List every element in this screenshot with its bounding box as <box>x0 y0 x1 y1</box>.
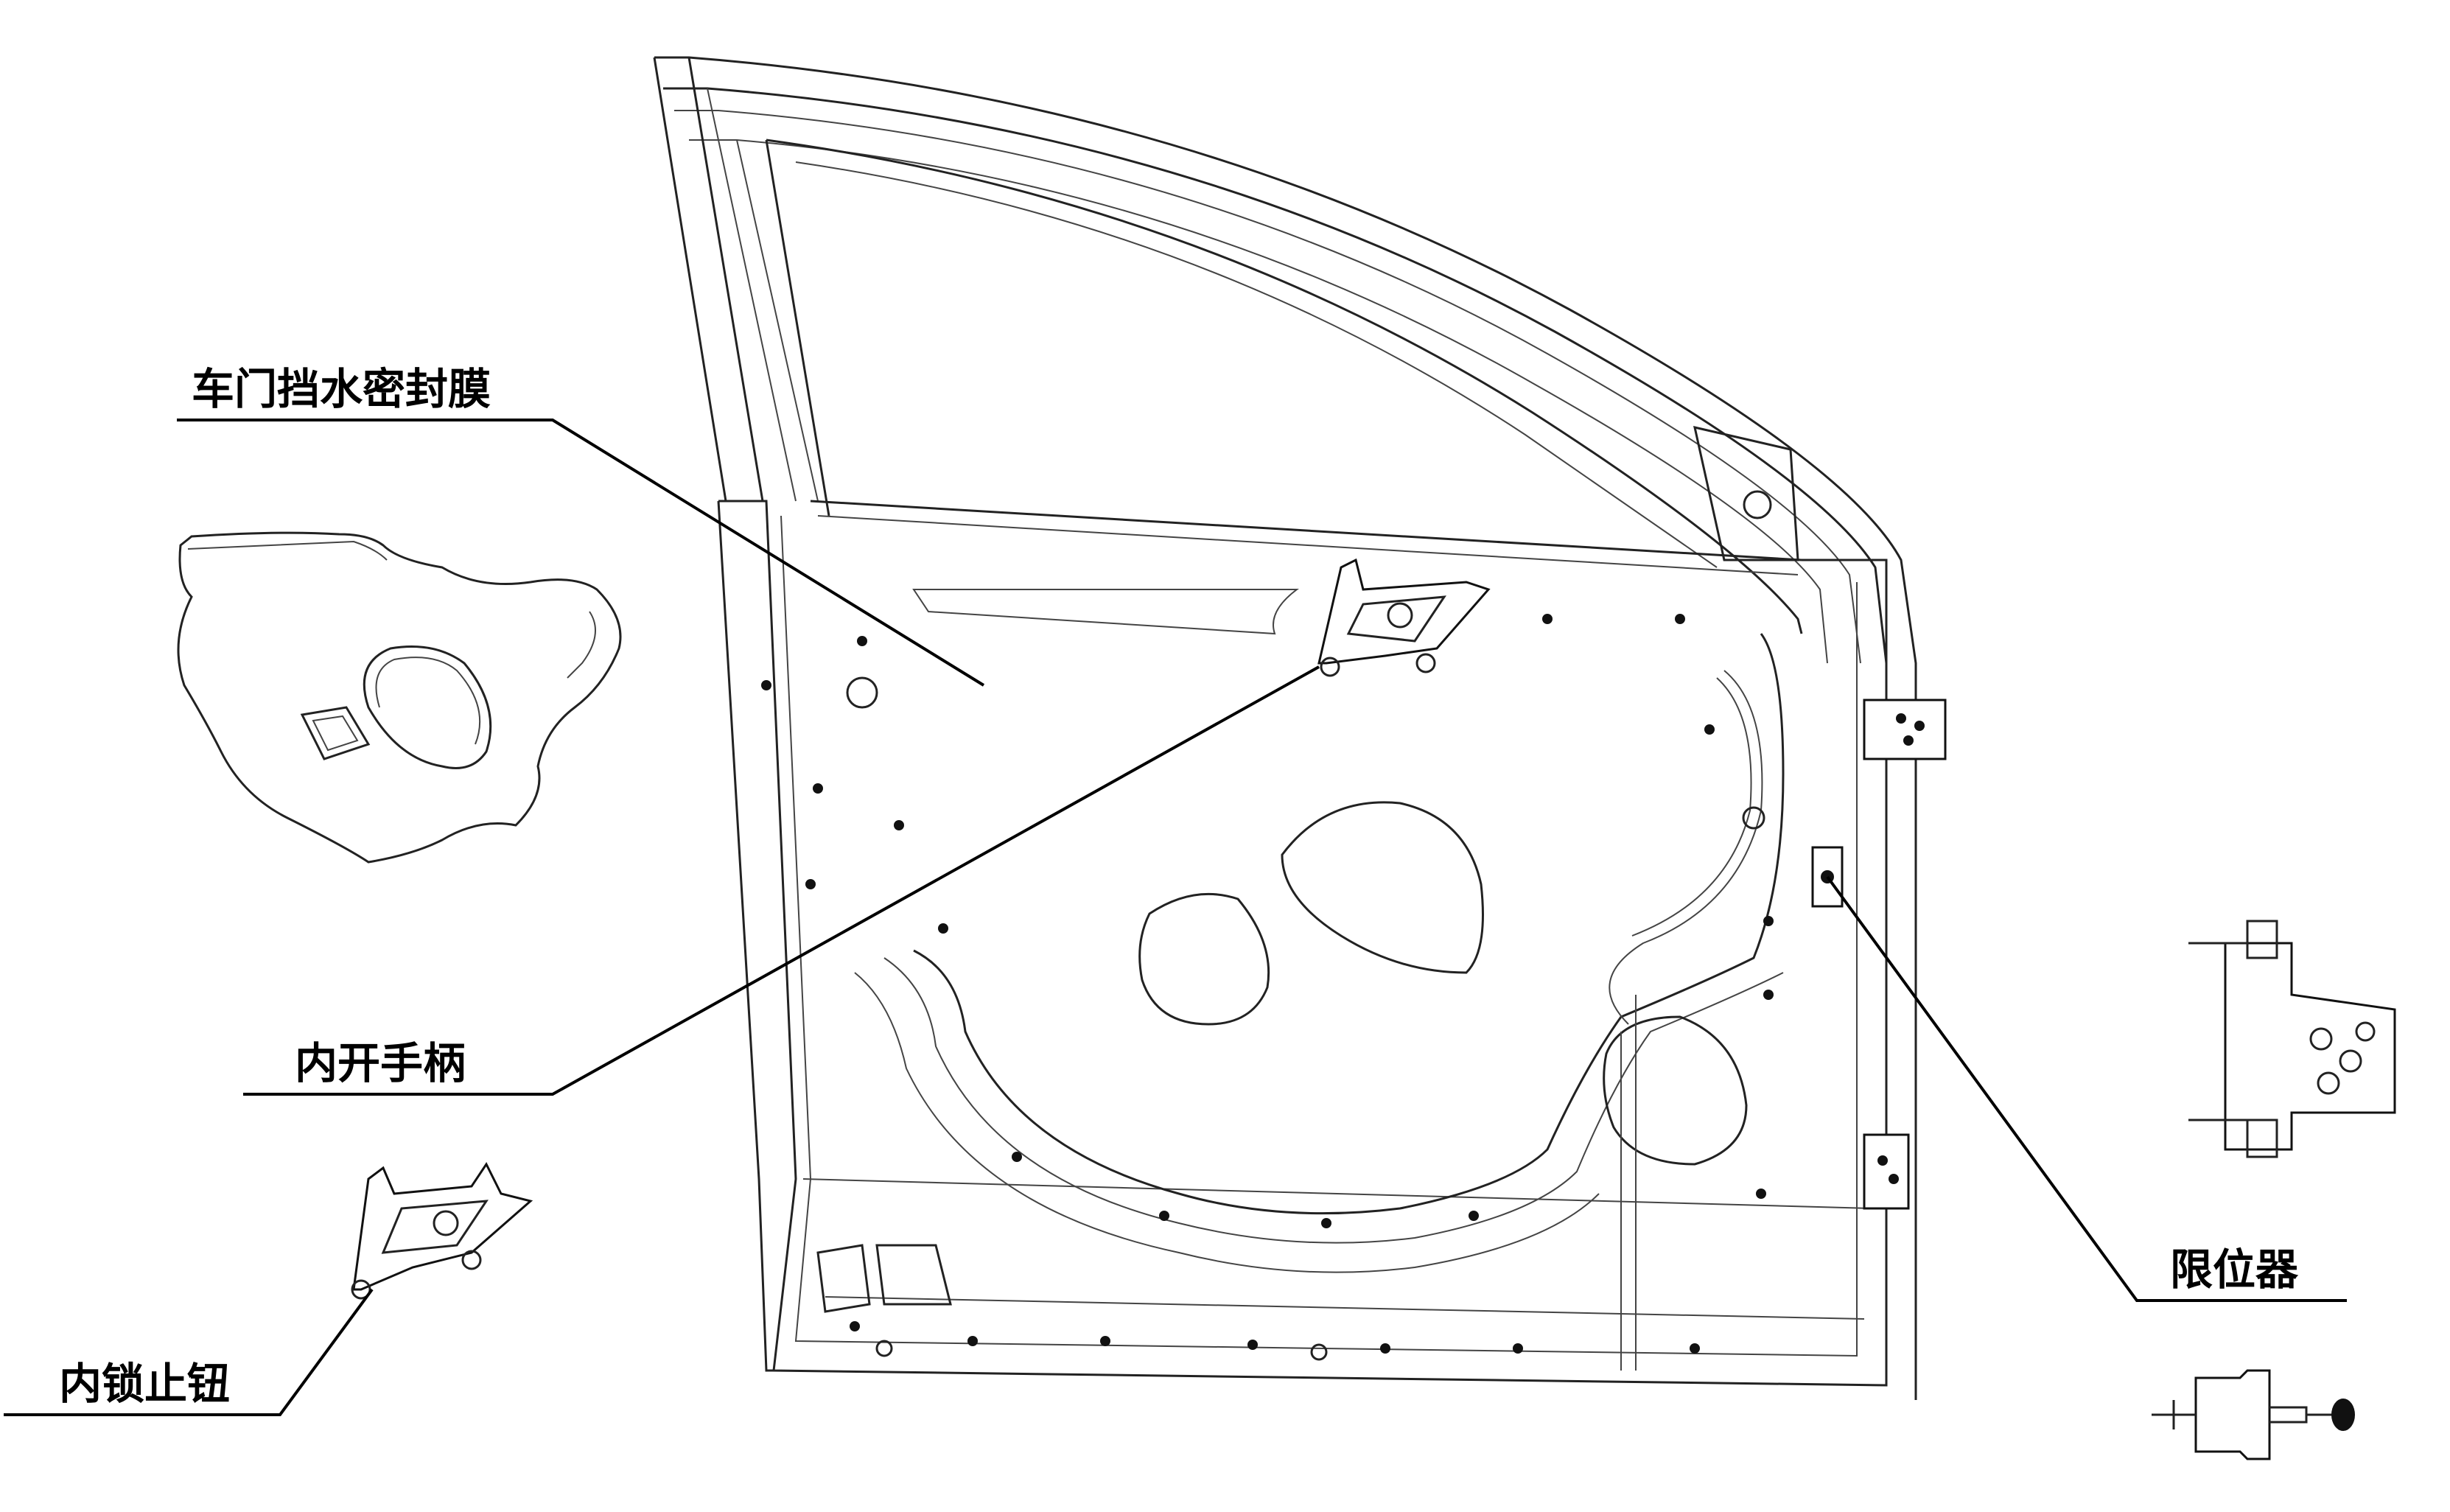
label-seal-film: 车门挡水密封膜 <box>192 364 491 414</box>
leader-inner-handle <box>243 665 1320 1096</box>
door-inner-panel <box>717 500 1888 1387</box>
leader-door-check <box>1826 875 2347 1302</box>
label-inner-handle: 内开手柄 <box>295 1038 466 1088</box>
label-door-check: 限位器 <box>2170 1245 2299 1295</box>
upper-hinge-installed <box>1863 699 1947 760</box>
door-window-frame <box>653 56 1917 1400</box>
inner-handle-part <box>351 1162 533 1300</box>
inner-handle-installed <box>1317 558 1491 677</box>
label-inner-lock-button: 内锁止钮 <box>59 1359 230 1409</box>
leader-lines <box>4 419 2347 1416</box>
leader-seal-film <box>177 419 985 687</box>
door-hinge-part <box>2188 920 2396 1158</box>
lower-hinge-installed <box>1863 1133 1910 1210</box>
leader-lock-button <box>4 1288 374 1416</box>
door-check-part <box>2152 1369 2355 1460</box>
door-seal-film-part <box>177 531 622 864</box>
